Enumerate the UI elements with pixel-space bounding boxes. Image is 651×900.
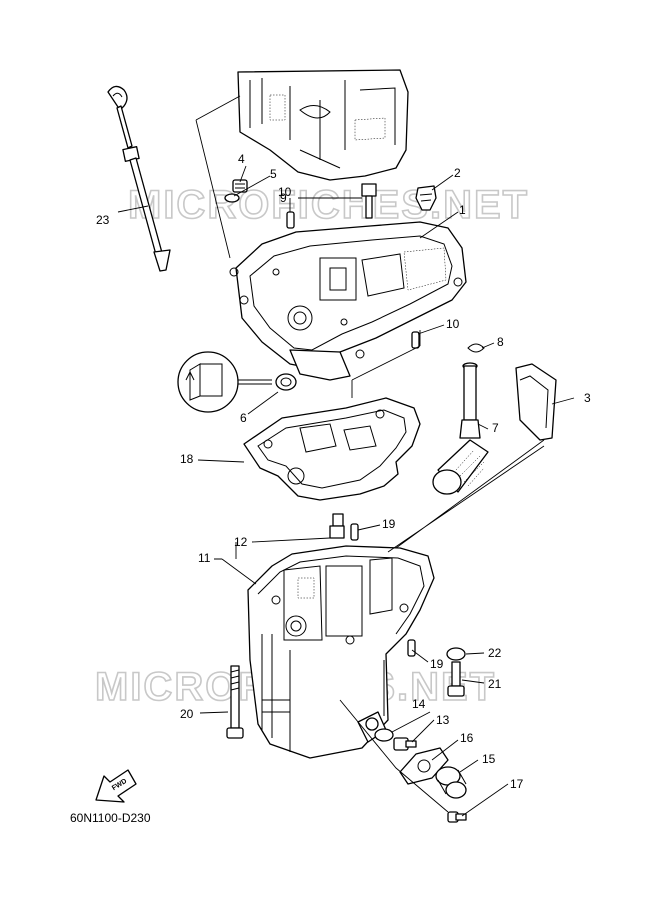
callout-6: 6 xyxy=(240,411,247,425)
callout-19-lower: 19 xyxy=(430,657,444,671)
callout-2: 2 xyxy=(454,166,461,180)
callout-15: 15 xyxy=(482,752,496,766)
assembly-line-1 xyxy=(351,330,421,398)
callouts: 2 1 3 4 5 6 7 8 9 10 10 11 12 13 14 15 1… xyxy=(96,152,591,791)
fwd-arrow: FWD xyxy=(95,769,137,803)
powerhead-block xyxy=(237,69,409,181)
callout-3: 3 xyxy=(584,391,591,405)
diagram-code: 60N1100-D230 xyxy=(70,811,151,825)
part-12-fitting xyxy=(329,513,345,539)
part-7-oil-strainer xyxy=(432,362,489,495)
part-4-bolt xyxy=(232,179,248,193)
part-13-bolt xyxy=(393,737,417,751)
bracket-line xyxy=(195,95,241,259)
callout-21: 21 xyxy=(488,677,502,691)
part-1-exhaust-guide xyxy=(229,221,467,381)
part-21-bolt xyxy=(447,661,465,697)
part-15-plug xyxy=(435,766,467,799)
part-14-o-ring xyxy=(374,728,394,742)
part-2-plug xyxy=(415,185,437,211)
callout-4: 4 xyxy=(238,152,245,166)
part-8-clip xyxy=(467,343,485,353)
callout-23: 23 xyxy=(96,213,110,227)
callout-13: 13 xyxy=(436,713,450,727)
part-20-bolt xyxy=(226,665,244,739)
callout-10-lower: 10 xyxy=(446,317,460,331)
part-17-screw xyxy=(447,811,467,823)
callout-16: 16 xyxy=(460,731,474,745)
callout-9: 9 xyxy=(280,191,287,205)
part-18-gasket xyxy=(243,397,421,501)
callout-5: 5 xyxy=(270,167,277,181)
callout-22: 22 xyxy=(488,646,502,660)
part-23-dipstick xyxy=(107,85,171,272)
part-22-washer xyxy=(446,647,466,661)
part-10-dowel-upper xyxy=(286,211,295,229)
assembly-line-3 xyxy=(387,439,545,553)
callout-8: 8 xyxy=(497,335,504,349)
callout-7: 7 xyxy=(492,421,499,435)
part-6-seal xyxy=(177,351,297,413)
part-11-oil-pan xyxy=(247,545,435,759)
part-10-dowel-lower xyxy=(411,331,420,349)
callout-18: 18 xyxy=(180,452,194,466)
callout-20: 20 xyxy=(180,707,194,721)
leader-lines xyxy=(117,165,575,817)
callout-11: 11 xyxy=(198,551,211,565)
callout-14: 14 xyxy=(412,697,426,711)
assembly-line-drain xyxy=(339,699,449,813)
callout-1: 1 xyxy=(459,203,466,217)
callout-19-upper: 19 xyxy=(382,517,396,531)
part-3-cover xyxy=(515,363,557,441)
part-9-fitting xyxy=(361,183,377,219)
callout-17: 17 xyxy=(510,777,524,791)
callout-12: 12 xyxy=(234,535,248,549)
watermark-top: MICROFICHES.NET xyxy=(128,183,529,227)
part-19-dowel-lower xyxy=(407,639,416,657)
part-19-dowel-upper xyxy=(350,523,359,541)
part-5-washer xyxy=(224,193,240,203)
callout-10-upper: 10 xyxy=(278,185,292,199)
